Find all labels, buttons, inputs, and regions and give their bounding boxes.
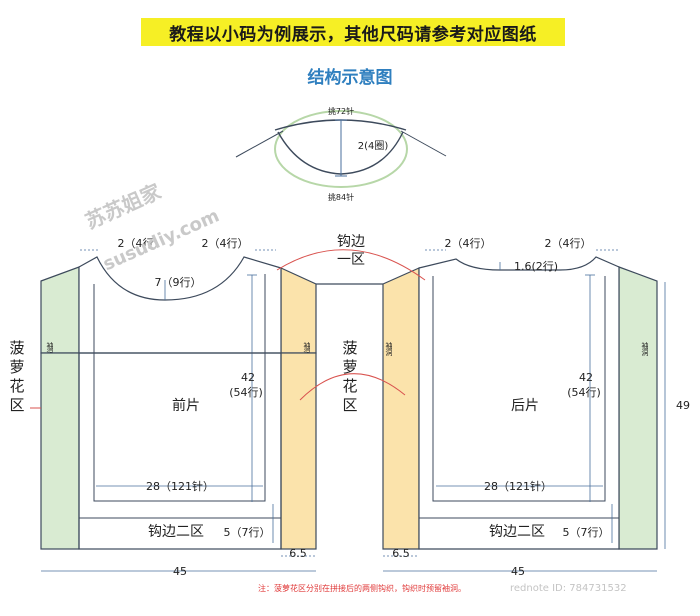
front-zone2-label: 钩边二区 xyxy=(148,524,204,540)
back-shoulder-left: 2（4行） xyxy=(445,237,492,250)
front-inner-rect xyxy=(93,274,266,502)
front-side-armhole-label: 袖洞 xyxy=(303,341,311,356)
front-width: 28（121针） xyxy=(146,479,214,493)
pineapple-mid-4: 区 xyxy=(342,396,357,414)
back-zone2-label: 钩边二区 xyxy=(489,524,545,540)
front-lower-panels xyxy=(40,352,317,550)
collar-top-label: 挑72针 xyxy=(328,106,354,116)
front-pineapple-panel xyxy=(40,266,80,354)
crochet-zone-1: 钩边 一区 xyxy=(276,234,426,285)
back-shoulder-right: 2（4行） xyxy=(545,237,592,250)
total-width-right: 45 xyxy=(511,565,525,578)
diagram-title: 结构示意图 xyxy=(307,68,393,88)
collar-bottom-label: 挑84针 xyxy=(328,192,354,202)
pineapple-mid-1: 菠 xyxy=(342,339,357,357)
back-piece: 2（4行） 2（4行） 1.6(2行) 42 (54行) 后片 28（121针）… xyxy=(382,237,658,550)
front-armhole-label: 袖洞 xyxy=(46,341,54,356)
collar-left-shoulder xyxy=(235,130,284,158)
back-outline xyxy=(418,256,620,550)
pineapple-mid-2: 萝 xyxy=(342,358,357,376)
front-height-rows: (54行) xyxy=(229,386,263,399)
collar-outer-band xyxy=(274,110,408,188)
zone1-arc xyxy=(276,249,426,281)
back-yellow-strip xyxy=(382,267,420,550)
watermark-rednote: rednote ID: 784731532 xyxy=(510,583,627,594)
back-side-armhole-label: 袖洞 xyxy=(641,341,649,356)
front-pineapple-panel-lower xyxy=(40,352,80,550)
strip-width-left: 6.5 xyxy=(289,547,307,560)
overall-dimensions: 6.5 6.5 45 45 49 xyxy=(41,282,690,578)
front-height: 42 xyxy=(241,371,255,384)
front-yellow-strip xyxy=(280,267,317,354)
back-width: 28（121针） xyxy=(484,479,552,493)
pineapple-left-2: 萝 xyxy=(9,358,24,376)
back-bottom-rows: 5（7行） xyxy=(563,526,610,539)
front-outline xyxy=(78,256,282,354)
front-neck-depth: 7（9行） xyxy=(155,276,202,289)
front-yellow-strip-lower xyxy=(280,352,317,550)
pineapple-left-1: 菠 xyxy=(9,339,24,357)
front-bottom-rows: 5（7行） xyxy=(224,526,271,539)
collar-rows-label: 2(4圈) xyxy=(358,140,389,152)
front-piece: 2（4行） 2（4行） 7（9行） 42 (54行) 前片 28（121针） 钩… xyxy=(40,237,317,543)
footnote: 注：菠萝花区分别在拼接后的两侧钩织，钩织时预留袖洞。 xyxy=(258,584,466,593)
strip-width-right: 6.5 xyxy=(392,547,410,560)
back-pineapple-panel xyxy=(618,266,658,550)
collar-diagram: 挑72针 挑84针 2(4圈) xyxy=(235,106,447,202)
back-piece-label: 后片 xyxy=(511,398,539,414)
front-shoulder-right: 2（4行） xyxy=(202,237,249,250)
back-height-rows: (54行) xyxy=(567,386,601,399)
total-width-left: 45 xyxy=(173,565,187,578)
back-inner-rect xyxy=(432,276,606,502)
front-shoulder-left: 2（4行） xyxy=(118,237,165,250)
front-piece-label: 前片 xyxy=(172,397,200,414)
zone1-label-line1: 钩边 xyxy=(337,234,365,250)
pineapple-mid-arc xyxy=(299,373,406,401)
zone1-label-line2: 一区 xyxy=(337,252,365,268)
pineapple-left-3: 花 xyxy=(9,377,24,395)
pineapple-labels: 菠 萝 花 区 菠 萝 花 区 xyxy=(9,339,406,414)
front-body-lower xyxy=(78,352,282,550)
banner-text: 教程以小码为例展示，其他尺码请参考对应图纸 xyxy=(169,24,537,45)
collar-right-shoulder xyxy=(400,130,447,157)
back-armhole-label: 袖洞 xyxy=(385,341,393,356)
pineapple-left-4: 区 xyxy=(9,396,24,414)
instruction-banner: 教程以小码为例展示，其他尺码请参考对应图纸 xyxy=(141,18,565,46)
back-neck-depth: 1.6(2行) xyxy=(514,260,558,273)
total-height: 49 xyxy=(676,399,690,412)
pineapple-mid-3: 花 xyxy=(342,377,357,395)
back-height: 42 xyxy=(579,371,593,384)
